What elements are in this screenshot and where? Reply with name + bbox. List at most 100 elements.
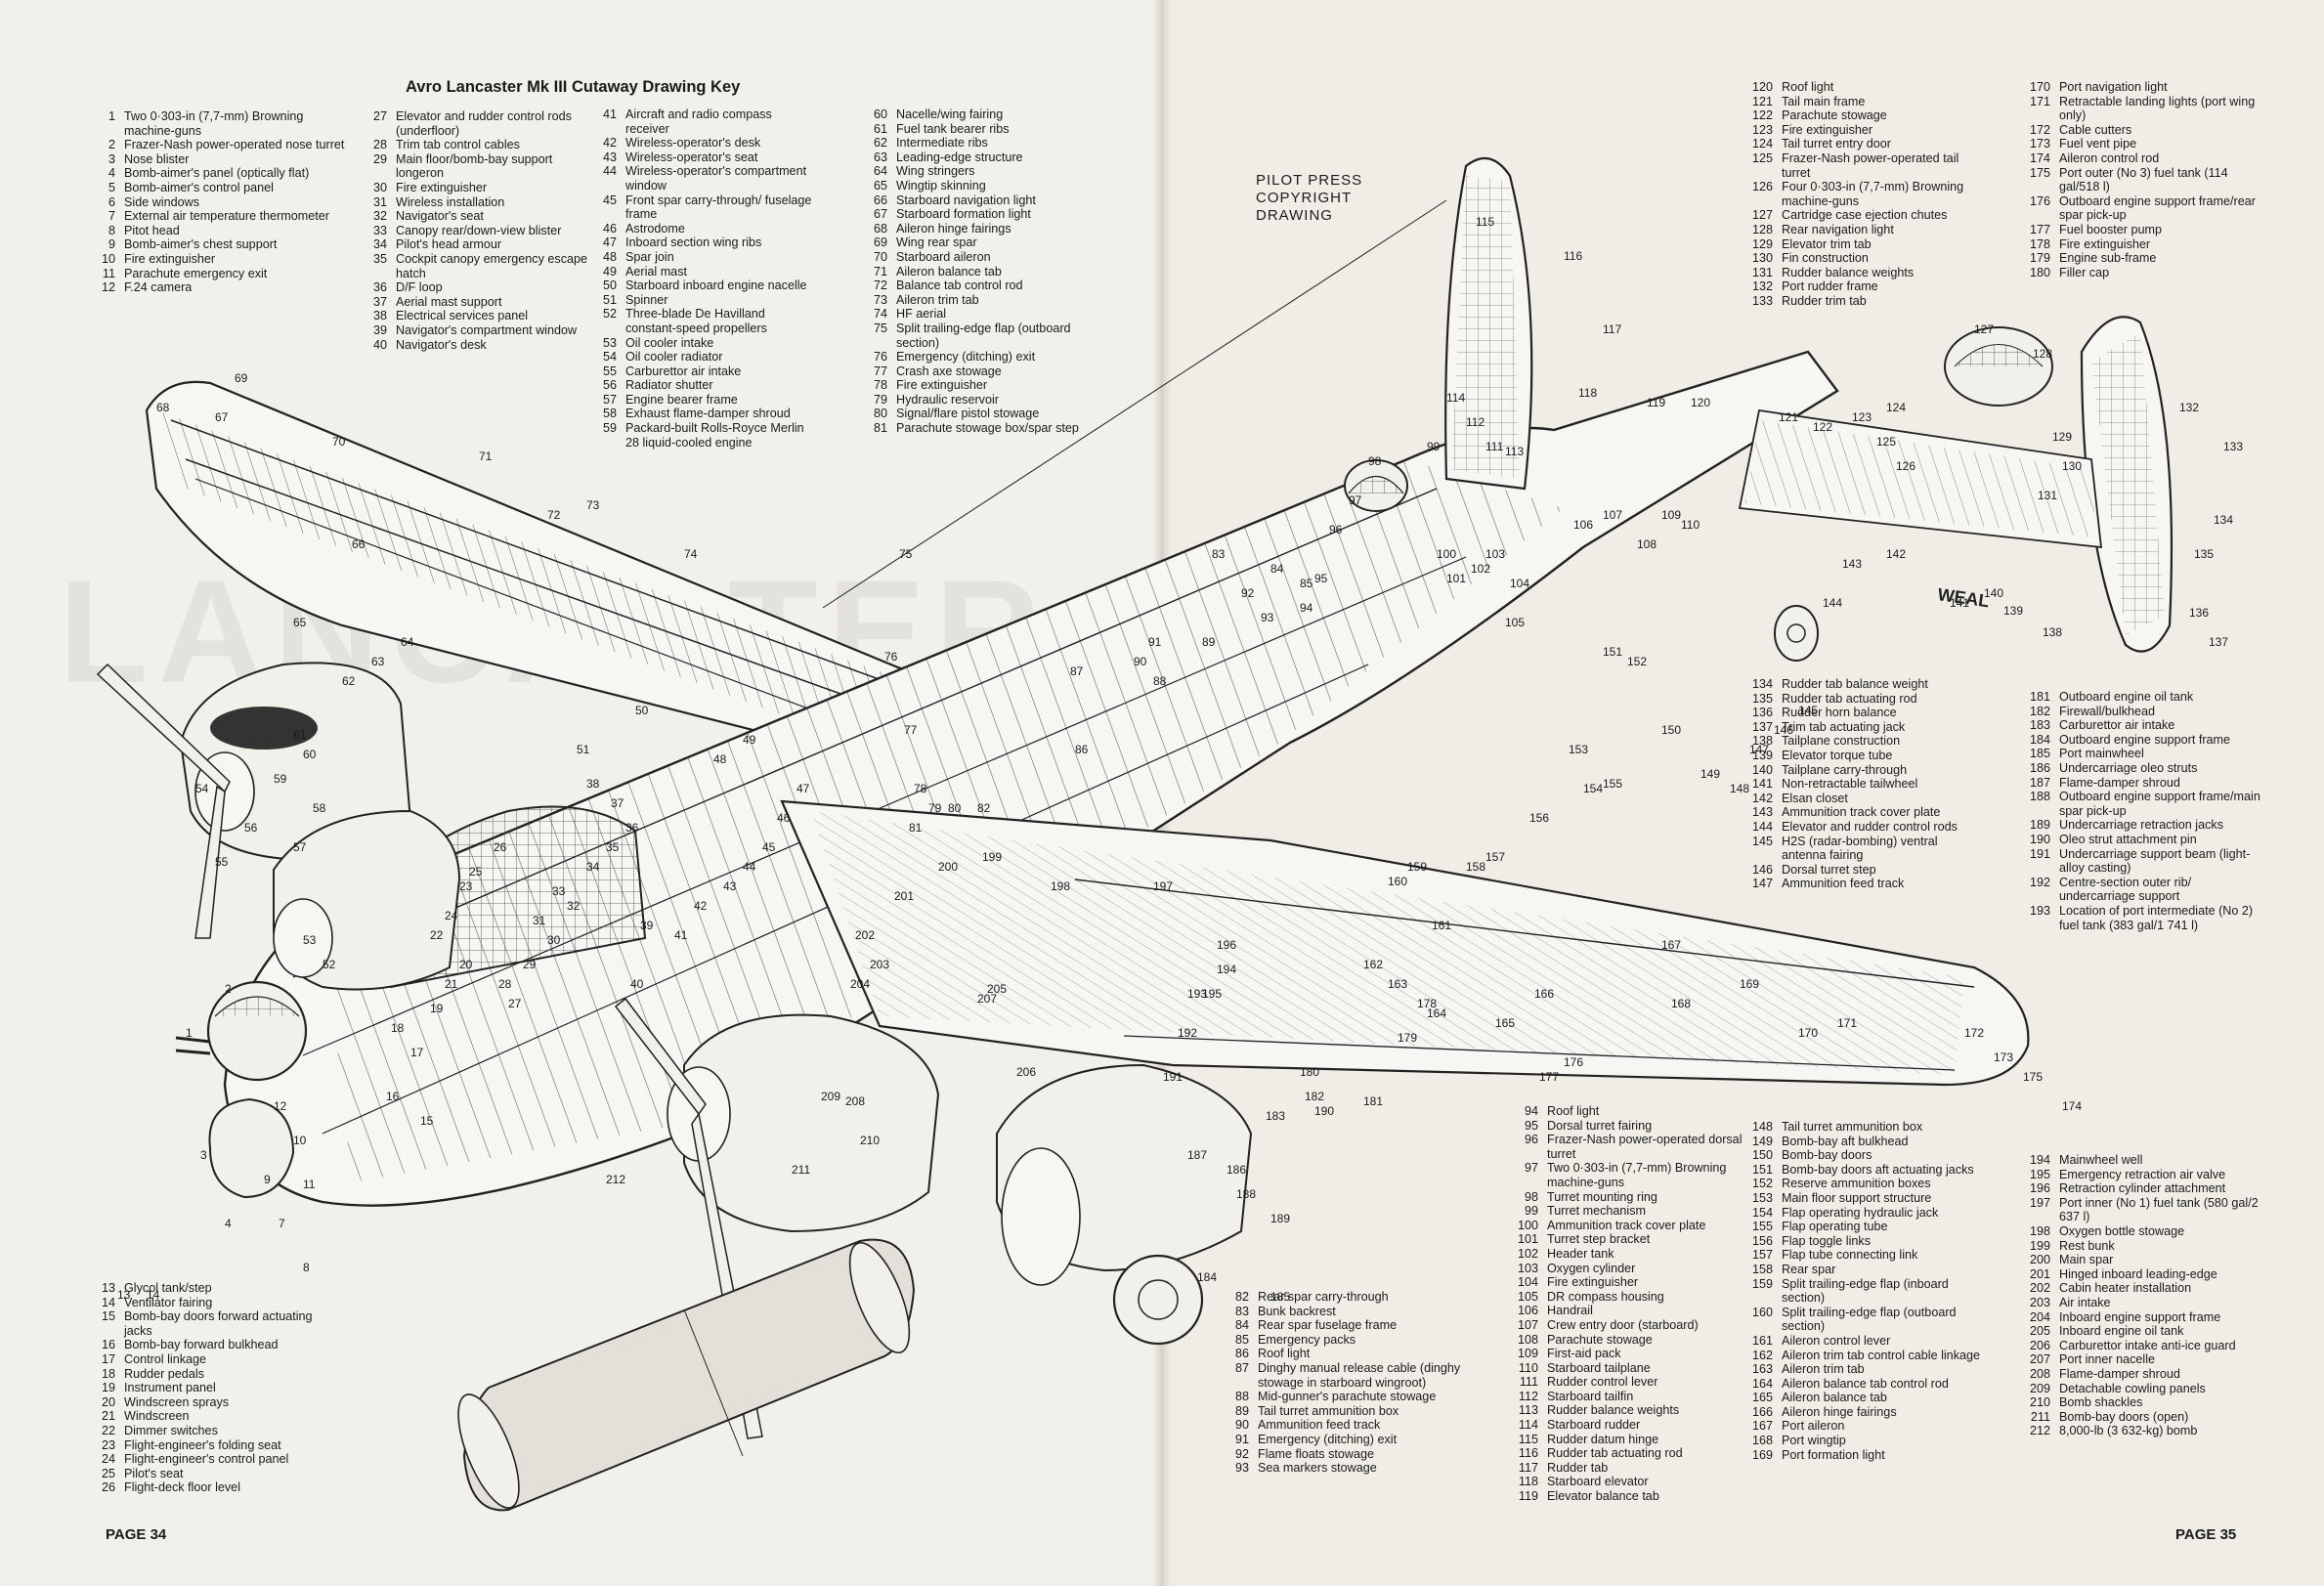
callout-number: 177 [1539, 1070, 1560, 1084]
key-number: 11 [102, 266, 115, 280]
callout-number: 129 [2052, 430, 2073, 444]
callout-number: 109 [1661, 508, 1682, 522]
callout-number: 154 [1583, 782, 1604, 795]
key-label: Bunk backrest [1258, 1304, 1336, 1318]
key-label: Bomb-bay doors aft actuating jacks [1782, 1162, 1974, 1177]
callout-number: 208 [845, 1094, 866, 1108]
key-label: HF aerial [896, 307, 947, 321]
callout-number: 197 [1153, 879, 1174, 893]
callout-number: 121 [1779, 410, 1799, 424]
key-number: 40 [372, 337, 387, 352]
callout-number: 166 [1534, 987, 1555, 1001]
key-label: Fire extinguisher [896, 378, 988, 393]
key-label: Control linkage [124, 1351, 207, 1366]
callout-number: 172 [1964, 1026, 1985, 1040]
callout-number: 74 [684, 547, 698, 561]
callout-number: 3 [200, 1148, 207, 1162]
key-number: 188 [2029, 790, 2050, 804]
callout-number: 194 [1217, 963, 1237, 976]
callout-number: 211 [792, 1163, 811, 1177]
key-number: 151 [1751, 1162, 1773, 1177]
callout-number: 157 [1485, 850, 1506, 864]
copyright-notice: PILOT PRESS COPYRIGHT DRAWING [1256, 172, 1362, 225]
callout-number: 80 [948, 801, 962, 815]
key-label: Emergency retraction air valve [2059, 1167, 2226, 1181]
callout-number: 205 [987, 982, 1008, 996]
key-number: 125 [1751, 150, 1773, 165]
key-number: 27 [372, 109, 387, 123]
callout-number: 38 [586, 777, 600, 791]
key-label: Emergency (ditching) exit [896, 350, 1036, 364]
callout-number: 78 [914, 782, 927, 795]
key-label: Outboard engine oil tank [2059, 690, 2194, 704]
key-number: 87 [1234, 1360, 1249, 1375]
key-number: 121 [1751, 94, 1773, 108]
callout-number: 210 [860, 1134, 881, 1147]
callout-number: 110 [1681, 518, 1700, 532]
key-label: Flame-damper shroud [2059, 1366, 2180, 1381]
key-number: 28 [372, 138, 387, 152]
callout-number: 104 [1510, 577, 1530, 590]
key-number: 55 [602, 364, 617, 378]
callout-number: 4 [225, 1217, 232, 1230]
callout-number: 123 [1852, 410, 1872, 424]
key-label: Engine bearer frame [625, 392, 738, 407]
callout-number: 147 [1749, 743, 1770, 756]
key-number: 192 [2029, 875, 2050, 889]
key-number: 92 [1234, 1446, 1249, 1461]
key-label: First-aid pack [1547, 1347, 1621, 1361]
key-number: 15 [101, 1309, 115, 1324]
key-label: Dinghy manual release cable (dinghy stow… [1258, 1360, 1461, 1390]
key-number: 66 [873, 193, 887, 207]
key-entry: 27 Elevator and rudder control rods (unde… [360, 109, 589, 138]
key-label: Rudder tab [1547, 1460, 1609, 1475]
key-label: Aileron control lever [1782, 1333, 1891, 1348]
callout-number: 79 [928, 801, 942, 815]
callout-number: 118 [1578, 386, 1598, 400]
callout-number: 11 [303, 1178, 316, 1191]
callout-number: 12 [274, 1099, 287, 1113]
key-number: 107 [1517, 1317, 1538, 1332]
key-number: 182 [2029, 704, 2050, 718]
callout-number: 36 [625, 821, 639, 835]
callout-number: 156 [1529, 811, 1550, 825]
key-number: 153 [1751, 1190, 1773, 1205]
key-label: Elevator and rudder control rods (underf… [396, 109, 572, 138]
key-label: Ammunition track cover plate [1782, 805, 1941, 820]
key-number: 9 [108, 237, 115, 252]
callout-number: 93 [1261, 611, 1274, 624]
key-number: 20 [101, 1394, 115, 1409]
callout-number: 35 [606, 840, 620, 854]
key-label: Flap toggle links [1782, 1233, 1872, 1248]
key-number: 187 [2029, 775, 2050, 790]
callout-number: 115 [1476, 215, 1495, 229]
key-number: 112 [1518, 1389, 1538, 1403]
key-label: Carburettor air intake [625, 364, 742, 378]
key-label: Fire extinguisher [396, 180, 488, 194]
